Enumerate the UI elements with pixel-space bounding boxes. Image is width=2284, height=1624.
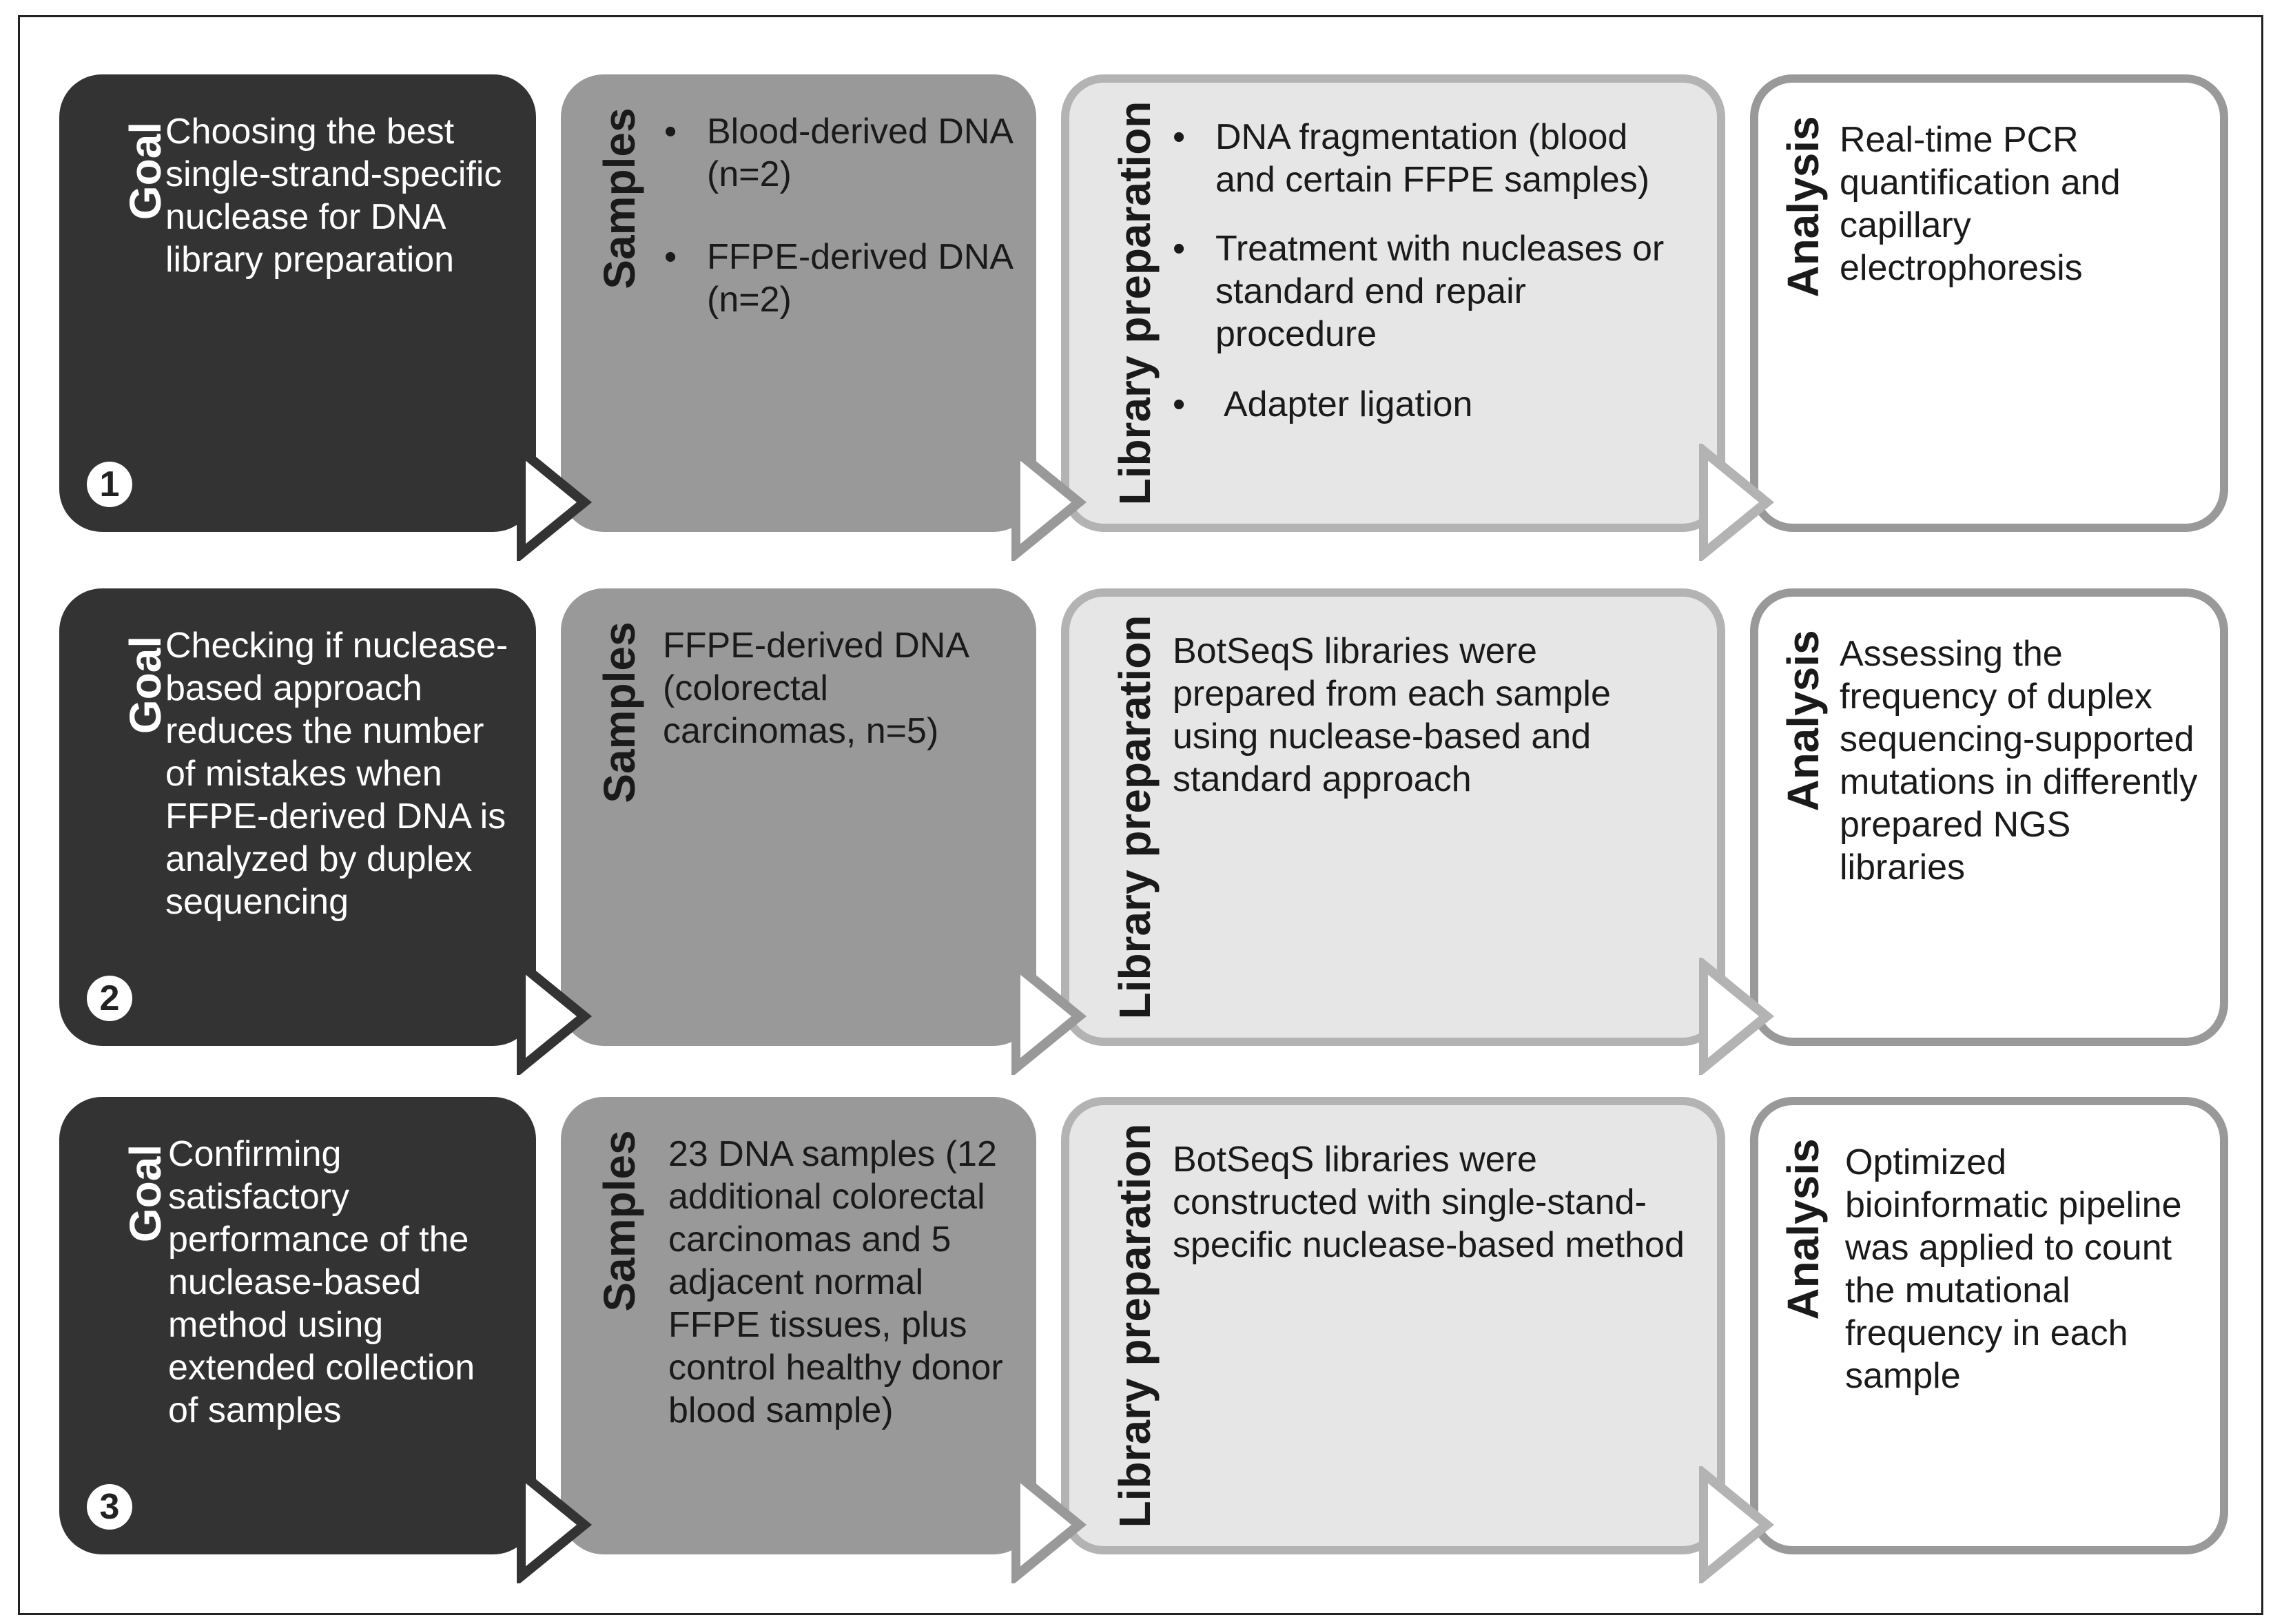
analysis-text: Assessing the frequency of duplex sequen… (1840, 634, 2198, 887)
list-item: FFPE-derived DNA (n=2) (664, 236, 1016, 321)
library-preparation-box: Library preparation BotSeqS libraries we… (1061, 588, 1725, 1046)
samples-list: Blood-derived DNA (n=2) FFPE-derived DNA… (664, 110, 1016, 321)
list-item: Blood-derived DNA (n=2) (664, 110, 1016, 196)
analysis-label: Analysis (1778, 630, 1828, 812)
goal-label: Goal (121, 121, 170, 220)
analysis-label: Analysis (1778, 116, 1828, 298)
library-preparation-text: BotSeqS libraries were prepared from eac… (1173, 631, 1611, 799)
goal-box: Goal Choosing the best single-strand-spe… (59, 74, 536, 532)
library-preparation-box: Library preparation DNA fragmentation (b… (1061, 74, 1725, 532)
flow-arrow-icon (1011, 1466, 1087, 1583)
flow-arrow-icon (1011, 444, 1087, 561)
library-preparation-label: Library preparation (1110, 1123, 1160, 1528)
workflow-row-1: Goal Choosing the best single-strand-spe… (0, 74, 2284, 561)
samples-box: Samples FFPE-derived DNA (colorectal car… (561, 588, 1036, 1046)
flow-arrow-icon (517, 958, 593, 1075)
step-number-badge: 2 (87, 976, 132, 1021)
goal-text: Checking if nuclease-based approach redu… (165, 626, 508, 922)
library-preparation-text: BotSeqS libraries were constructed with … (1173, 1140, 1685, 1265)
samples-text: FFPE-derived DNA (colorectal carcinomas,… (663, 626, 968, 751)
samples-text: 23 DNA samples (12 additional colorectal… (668, 1134, 1003, 1430)
library-preparation-list: DNA fragmentation (blood and certain FFP… (1173, 116, 1689, 426)
goal-label: Goal (121, 1144, 170, 1243)
flow-arrow-icon (1699, 958, 1775, 1075)
library-preparation-label: Library preparation (1110, 615, 1160, 1020)
samples-label: Samples (595, 107, 644, 289)
analysis-box: Analysis Real-time PCR quantification an… (1750, 74, 2228, 532)
flow-arrow-icon (1699, 444, 1775, 561)
list-item: DNA fragmentation (blood and certain FFP… (1173, 116, 1689, 201)
flow-arrow-icon (1699, 1466, 1775, 1583)
analysis-box: Analysis Assessing the frequency of dupl… (1750, 588, 2228, 1046)
flow-arrow-icon (517, 444, 593, 561)
analysis-text: Optimized bioinformatic pipeline was app… (1845, 1142, 2182, 1396)
analysis-box: Analysis Optimized bioinformatic pipelin… (1750, 1097, 2228, 1554)
goal-label: Goal (121, 635, 170, 734)
samples-box: Samples Blood-derived DNA (n=2) FFPE-der… (561, 74, 1036, 532)
library-preparation-box: Library preparation BotSeqS libraries we… (1061, 1097, 1725, 1554)
samples-box: Samples 23 DNA samples (12 additional co… (561, 1097, 1036, 1554)
workflow-row-3: Goal Confirming satisfactory performance… (0, 1097, 2284, 1583)
samples-label: Samples (595, 1130, 644, 1312)
analysis-text: Real-time PCR quantification and capilla… (1840, 120, 2121, 288)
analysis-label: Analysis (1778, 1138, 1828, 1320)
list-item: Treatment with nucleases or standard end… (1173, 227, 1689, 356)
step-number-badge: 1 (87, 462, 132, 507)
goal-box: Goal Checking if nuclease-based approach… (59, 588, 536, 1046)
step-number-badge: 3 (87, 1484, 132, 1530)
workflow-row-2: Goal Checking if nuclease-based approach… (0, 588, 2284, 1075)
samples-label: Samples (595, 621, 644, 803)
goal-box: Goal Confirming satisfactory performance… (59, 1097, 536, 1554)
figure-frame (18, 15, 2263, 1615)
goal-text: Confirming satisfactory performance of t… (168, 1134, 475, 1430)
flow-arrow-icon (1011, 958, 1087, 1075)
flow-arrow-icon (517, 1466, 593, 1583)
library-preparation-label: Library preparation (1110, 101, 1160, 506)
goal-text: Choosing the best single-strand-specific… (165, 112, 502, 280)
list-item: Adapter ligation (1173, 383, 1689, 426)
